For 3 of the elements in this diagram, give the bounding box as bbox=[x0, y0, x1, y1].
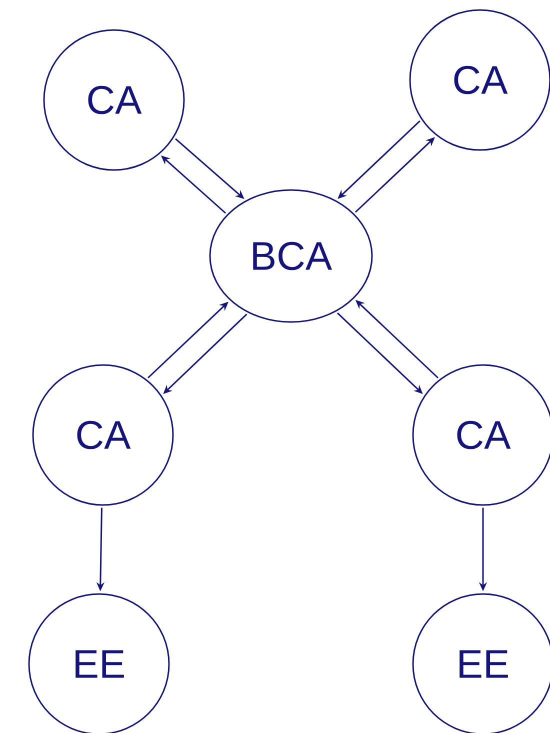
circle-node: CA bbox=[32, 364, 174, 506]
circle-node: CA bbox=[43, 29, 185, 171]
ellipse-node: BCA bbox=[209, 189, 373, 323]
